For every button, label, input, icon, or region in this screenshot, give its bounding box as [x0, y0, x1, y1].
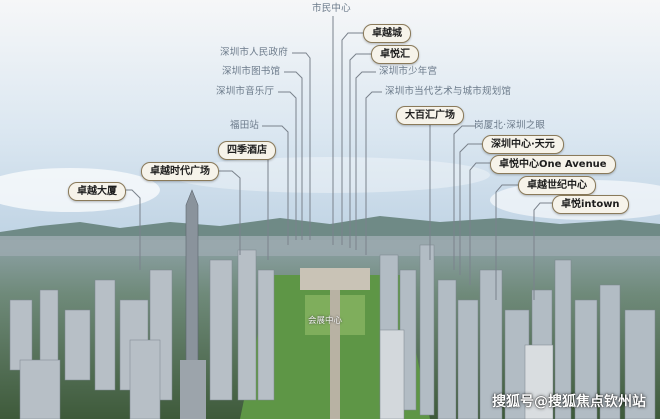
label-municipal-government: 深圳市人民政府 [220, 47, 288, 58]
badge-four-seasons: 四季酒店 [218, 141, 276, 160]
label-civic-center: 市民中心 [312, 3, 351, 14]
label-art-museum: 深圳市当代艺术与城市规划馆 [385, 86, 512, 97]
label-exhibition-center: 会展中心 [308, 316, 343, 326]
avenue [330, 290, 340, 419]
badge-zhuoyue-city: 卓越城 [363, 24, 411, 43]
watermark: 搜狐号@搜狐焦点钦州站 [492, 394, 646, 410]
badge-shenzhen-center-tianyuan: 深圳中心·天元 [482, 135, 564, 154]
badge-intown: 卓悦intown [552, 195, 629, 214]
cloud [170, 157, 490, 193]
label-concert-hall: 深圳市音乐厅 [216, 86, 275, 97]
buildings-left [9, 249, 275, 419]
distant-buildings [0, 236, 660, 256]
ping-an-tower [185, 189, 199, 371]
label-futian-station: 福田站 [230, 120, 260, 131]
badge-dabaihui-plaza: 大百汇广场 [396, 106, 464, 125]
badge-century-center: 卓越世纪中心 [518, 176, 596, 195]
badge-zhuoyue-tower: 卓越大厦 [68, 182, 126, 201]
badge-zhuoyue-times-square: 卓越时代广场 [141, 162, 219, 181]
leader-lines [118, 16, 554, 300]
civic-center-roof [300, 268, 370, 290]
label-gangxia-eye: 岗厦北·深圳之眼 [474, 120, 546, 131]
label-youth-palace: 深圳市少年宫 [379, 66, 438, 77]
label-library: 深圳市图书馆 [222, 66, 281, 77]
tower-base [180, 360, 206, 419]
badge-zhuoyue-hui: 卓悦汇 [371, 45, 419, 64]
buildings-right [379, 244, 656, 419]
badge-one-avenue: 卓悦中心One Avenue [490, 155, 616, 174]
